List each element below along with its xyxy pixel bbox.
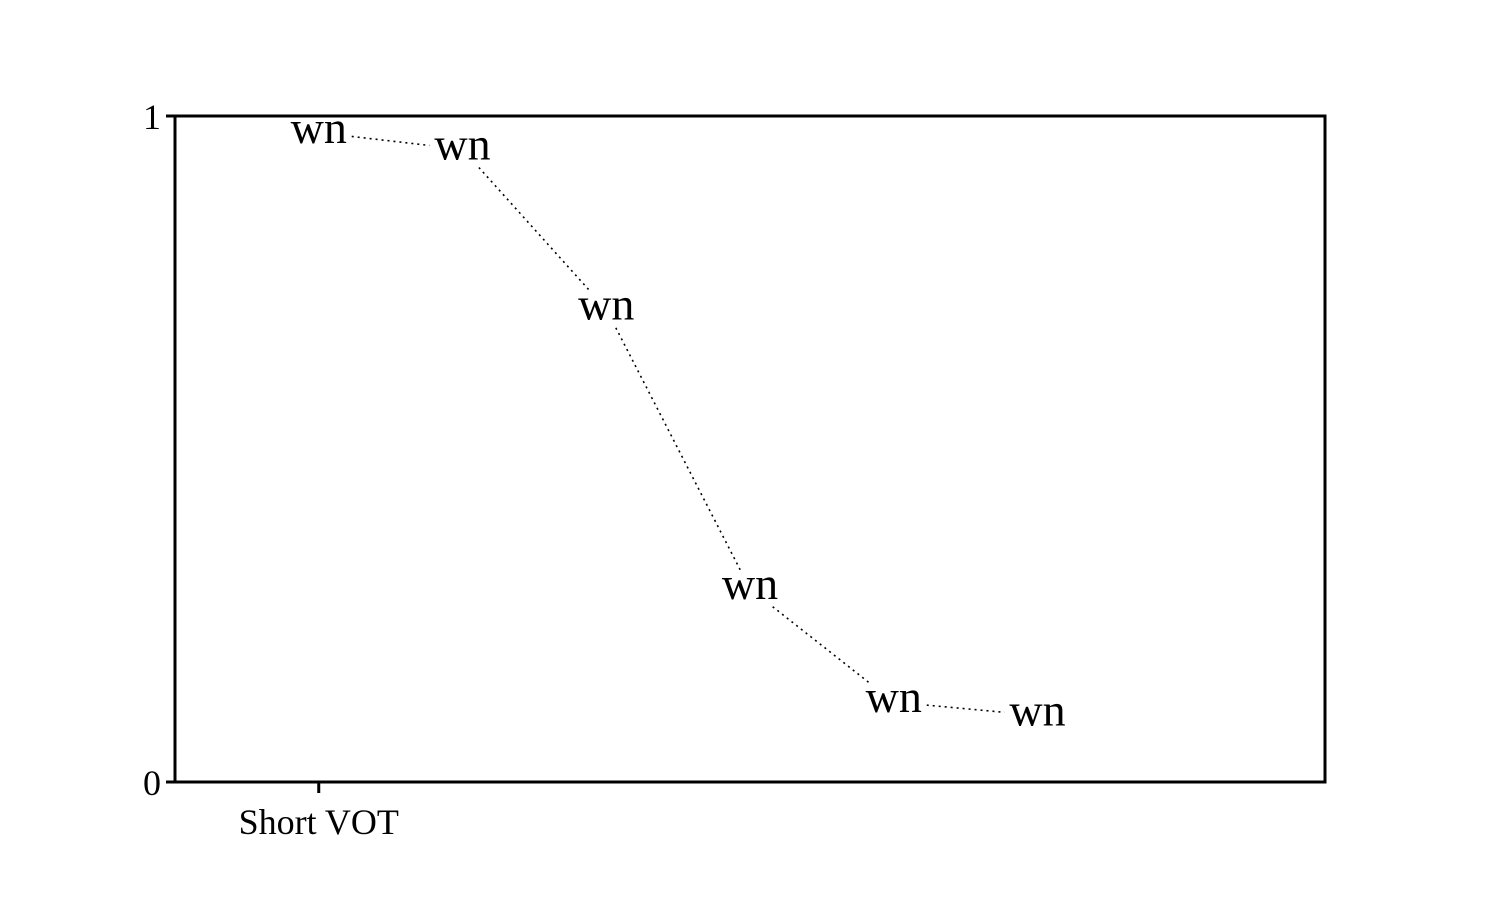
data-point-label: wn: [291, 102, 347, 153]
series-segment: [351, 135, 430, 147]
x-axis: Short VOT: [239, 782, 399, 842]
series-segment: [926, 704, 1005, 714]
y-tick-label: 0: [143, 763, 161, 803]
series-segment: [772, 606, 872, 685]
plot-frame: [173, 114, 1327, 784]
y-axis: 01: [143, 97, 175, 803]
y-tick-label: 1: [143, 97, 161, 137]
data-point-label: wn: [1009, 685, 1065, 736]
series-segment: [478, 166, 591, 292]
series-points: wn wn wn wn wn wn: [291, 102, 1066, 736]
data-point-label: wn: [578, 278, 634, 329]
data-point-label: wn: [866, 671, 922, 722]
series-segment: [615, 327, 742, 571]
data-point-label: wn: [722, 558, 778, 609]
x-tick-label: Short VOT: [239, 802, 399, 842]
data-point-label: wn: [434, 118, 490, 169]
series-lines: [351, 135, 1005, 714]
